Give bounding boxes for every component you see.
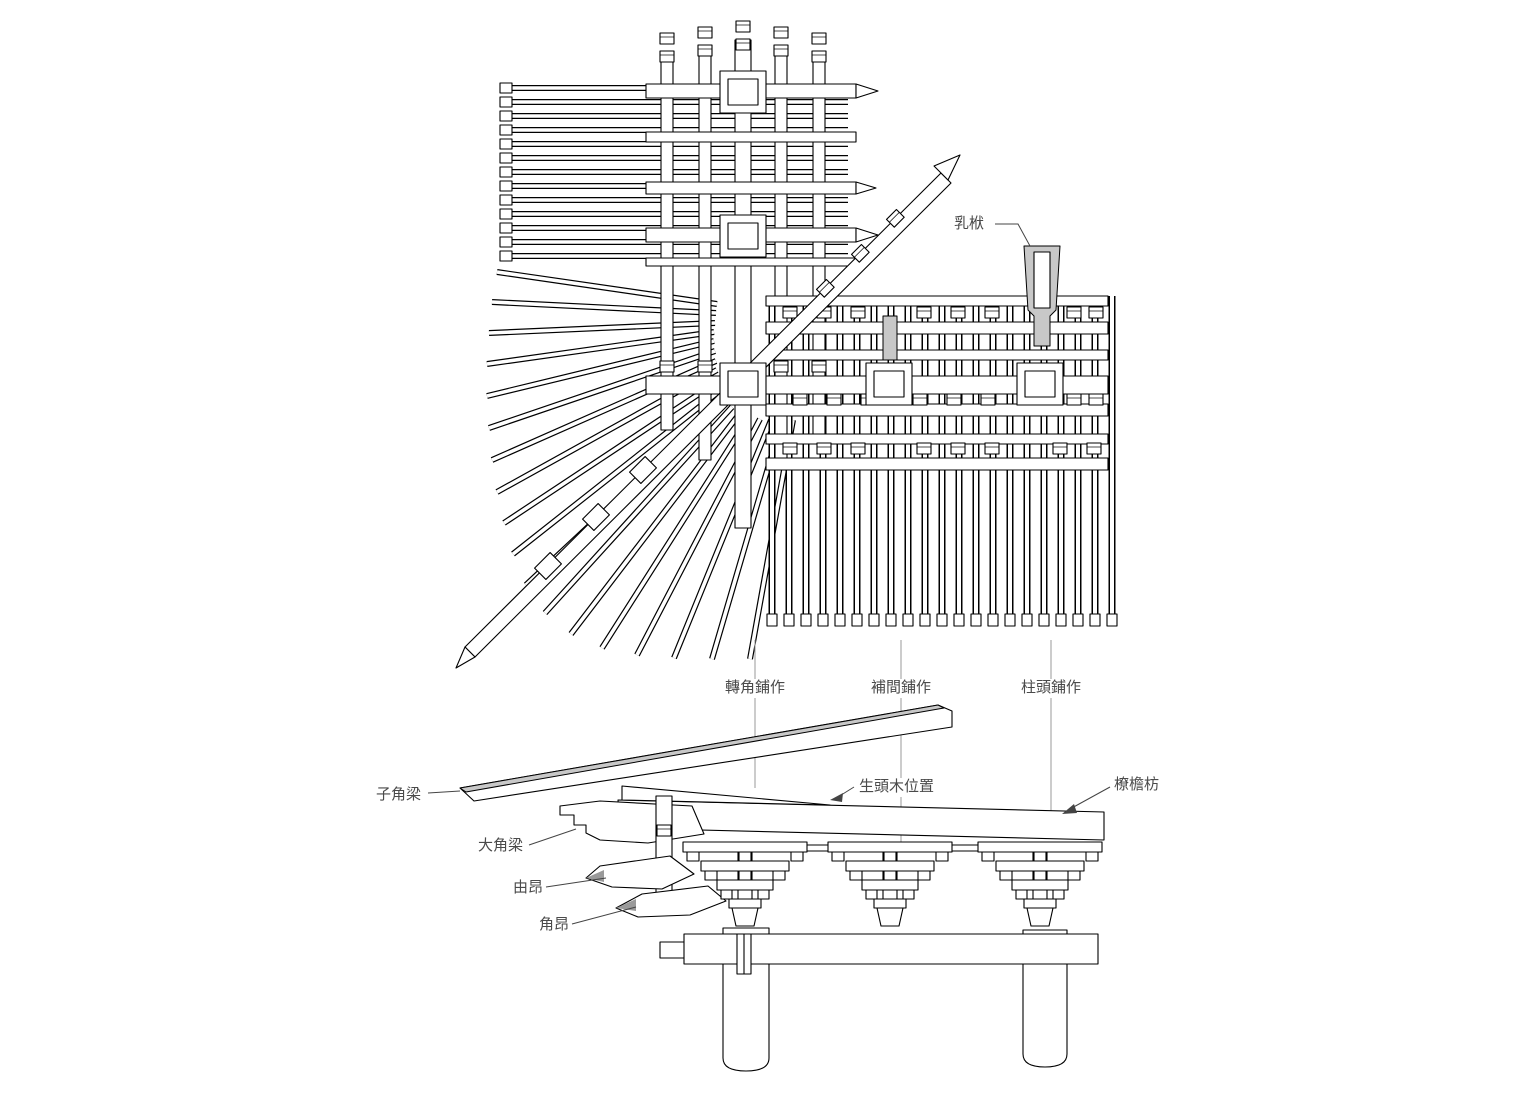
bracket-cluster-corner (682, 841, 808, 927)
bracket-cluster-column-top (977, 841, 1103, 927)
plan-view (455, 20, 1117, 669)
label-bujian-puzuo: 補間鋪作 (851, 679, 951, 698)
bracket-cluster-intermediate (827, 841, 953, 927)
label-shengtoumu-weizhi: 生頭木位置 (857, 778, 937, 797)
you-ang-beak (585, 855, 695, 890)
label-dajiaoliang: 大角梁 (476, 837, 526, 856)
corner-rafter-plank (459, 704, 953, 802)
label-rufu: 乳栿 (952, 215, 987, 234)
jiao-ang-beak (615, 885, 727, 918)
label-zhutou-puzuo: 柱頭鋪作 (1001, 679, 1101, 698)
label-zijiaoliang: 子角梁 (374, 786, 424, 805)
elevation-view (459, 704, 1105, 1072)
big-corner-beam (559, 800, 705, 844)
label-liaoyanfang: 橑檐枋 (1112, 776, 1162, 795)
shengtoumu-wedge (621, 785, 831, 806)
rufu-beam (882, 245, 1061, 361)
corner-bracket-assembly (585, 795, 727, 918)
leader-lines (427, 223, 1111, 925)
label-jiaoang: 角昂 (537, 916, 572, 935)
architrave-beam (659, 933, 1099, 975)
fan-rafters (486, 269, 796, 660)
corner-beam (455, 154, 961, 669)
label-youang: 由昂 (511, 879, 546, 898)
label-zhuanjiao-puzuo: 轉角鋪作 (705, 679, 805, 698)
eave-purlin-beam (617, 785, 1105, 841)
